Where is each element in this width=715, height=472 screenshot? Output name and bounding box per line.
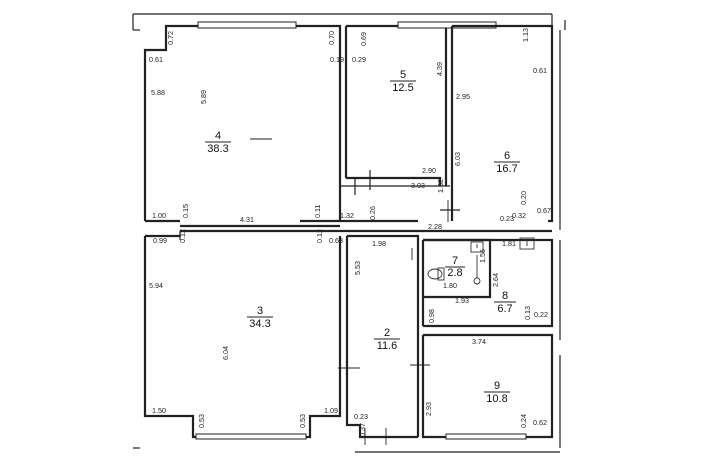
room-7-area: 2.8 bbox=[447, 267, 462, 279]
dimension-label: 3.74 bbox=[472, 337, 486, 346]
shower-icon bbox=[473, 255, 481, 285]
dimension-label: 0.20 bbox=[519, 191, 528, 205]
dimension-label: 2.93 bbox=[424, 402, 433, 416]
window-room-4 bbox=[197, 21, 297, 29]
dimension-label: 0.72 bbox=[166, 31, 175, 45]
dimension-label: 1.50 bbox=[152, 406, 166, 415]
dimension-label: 0.19 bbox=[330, 55, 344, 64]
dimension-label: 0.61 bbox=[149, 55, 163, 64]
dimension-label: 0.53 bbox=[197, 414, 206, 428]
dimension-label: 5.89 bbox=[199, 90, 208, 104]
room-5-walls bbox=[344, 24, 448, 186]
dimension-label: 1.09 bbox=[324, 406, 338, 415]
room-9-walls bbox=[421, 333, 554, 439]
dimension-label: 2.95 bbox=[456, 92, 470, 101]
window-room-9 bbox=[445, 433, 527, 440]
dimension-label: 0.32 bbox=[512, 211, 526, 220]
dimension-label: 2.64 bbox=[491, 273, 500, 287]
dimension-label: 6.04 bbox=[221, 346, 230, 360]
corridor-walls bbox=[180, 170, 552, 233]
dimension-label: 0.53 bbox=[298, 414, 307, 428]
room-8-area: 6.7 bbox=[497, 303, 512, 315]
dimension-label: 0.29 bbox=[352, 55, 366, 64]
dimension-label: 0.24 bbox=[519, 414, 528, 428]
room-6-walls bbox=[450, 24, 554, 223]
dimension-label: 5.94 bbox=[149, 281, 163, 290]
room-labels: 4 38.3 5 12.5 6 16.7 3 34.3 2 11.6 7 2.8… bbox=[205, 69, 520, 405]
dimension-label: 0.12 bbox=[178, 229, 187, 243]
room-2-area: 11.6 bbox=[377, 340, 398, 352]
room-6-area: 16.7 bbox=[496, 163, 517, 175]
dimension-label: 1.80 bbox=[443, 281, 457, 290]
dimension-label: 0.69 bbox=[359, 32, 368, 46]
room-4-area: 38.3 bbox=[207, 143, 228, 155]
dimension-label: 0.62 bbox=[533, 418, 547, 427]
dimension-label: 0.98 bbox=[427, 309, 436, 323]
dimension-label: 4.31 bbox=[240, 215, 254, 224]
dimension-label: 3.03 bbox=[411, 181, 425, 190]
room-3-number: 3 bbox=[257, 305, 263, 317]
dimension-label: 0.26 bbox=[368, 206, 377, 220]
dimension-label: 0.22 bbox=[534, 310, 548, 319]
dimension-label: 1.13 bbox=[521, 28, 530, 42]
dimension-label: 0.67 bbox=[537, 206, 551, 215]
dimension-label: 1.98 bbox=[372, 239, 386, 248]
room-5-number: 5 bbox=[400, 69, 406, 81]
room-9-area: 10.8 bbox=[486, 393, 507, 405]
dimension-label: 4.39 bbox=[435, 62, 444, 76]
room-5-area: 12.5 bbox=[392, 82, 413, 94]
dimension-label: 1.00 bbox=[152, 211, 166, 220]
room-4-walls bbox=[143, 24, 342, 223]
dimension-labels: 0.72 0.70 0.61 0.19 5.88 5.89 1.00 0.15 … bbox=[149, 28, 551, 437]
dimension-label: 0.99 bbox=[153, 236, 167, 245]
dimension-label: 0.13 bbox=[523, 306, 532, 320]
dimension-label: 0.61 bbox=[533, 66, 547, 75]
dimension-label: 1.32 bbox=[340, 211, 354, 220]
room-2-walls bbox=[345, 234, 430, 445]
dimension-label: 1.81 bbox=[502, 239, 516, 248]
dimension-label: 0.11 bbox=[313, 205, 322, 218]
room-3-area: 34.3 bbox=[249, 318, 270, 330]
dimension-label: 0.37 bbox=[358, 423, 367, 437]
room-8-walls bbox=[421, 238, 554, 328]
room-9-number: 9 bbox=[494, 380, 500, 392]
room-4-number: 4 bbox=[215, 130, 221, 142]
toilet-icon bbox=[427, 267, 445, 281]
door-ticks bbox=[411, 200, 449, 260]
dimension-label: 2.90 bbox=[422, 166, 436, 175]
dimension-label: 0.12 bbox=[315, 229, 324, 243]
dimension-label: 0.23 bbox=[354, 412, 368, 421]
room-7-number: 7 bbox=[452, 255, 458, 267]
dimension-label: 1.52 bbox=[436, 179, 445, 193]
window-room-3 bbox=[195, 433, 307, 440]
dimension-label: 5.88 bbox=[151, 88, 165, 97]
dimension-label: 1.56 bbox=[478, 249, 487, 263]
dimension-label: 2.28 bbox=[428, 222, 442, 231]
dimension-label: 0.63 bbox=[329, 236, 343, 245]
sink-icon bbox=[470, 241, 484, 253]
dimension-label: 0.23 bbox=[500, 214, 514, 223]
room-8-number: 8 bbox=[502, 290, 508, 302]
room-6-number: 6 bbox=[504, 150, 510, 162]
dimension-label: 5.53 bbox=[353, 261, 362, 275]
dimension-label: 0.15 bbox=[181, 204, 190, 218]
dimension-label: 1.93 bbox=[455, 296, 469, 305]
outer-context-walls bbox=[132, 13, 566, 453]
washbasin-icon bbox=[519, 237, 535, 250]
room-2-number: 2 bbox=[384, 327, 390, 339]
dimension-label: 6.03 bbox=[453, 152, 462, 166]
dimension-label: 0.70 bbox=[327, 31, 336, 45]
